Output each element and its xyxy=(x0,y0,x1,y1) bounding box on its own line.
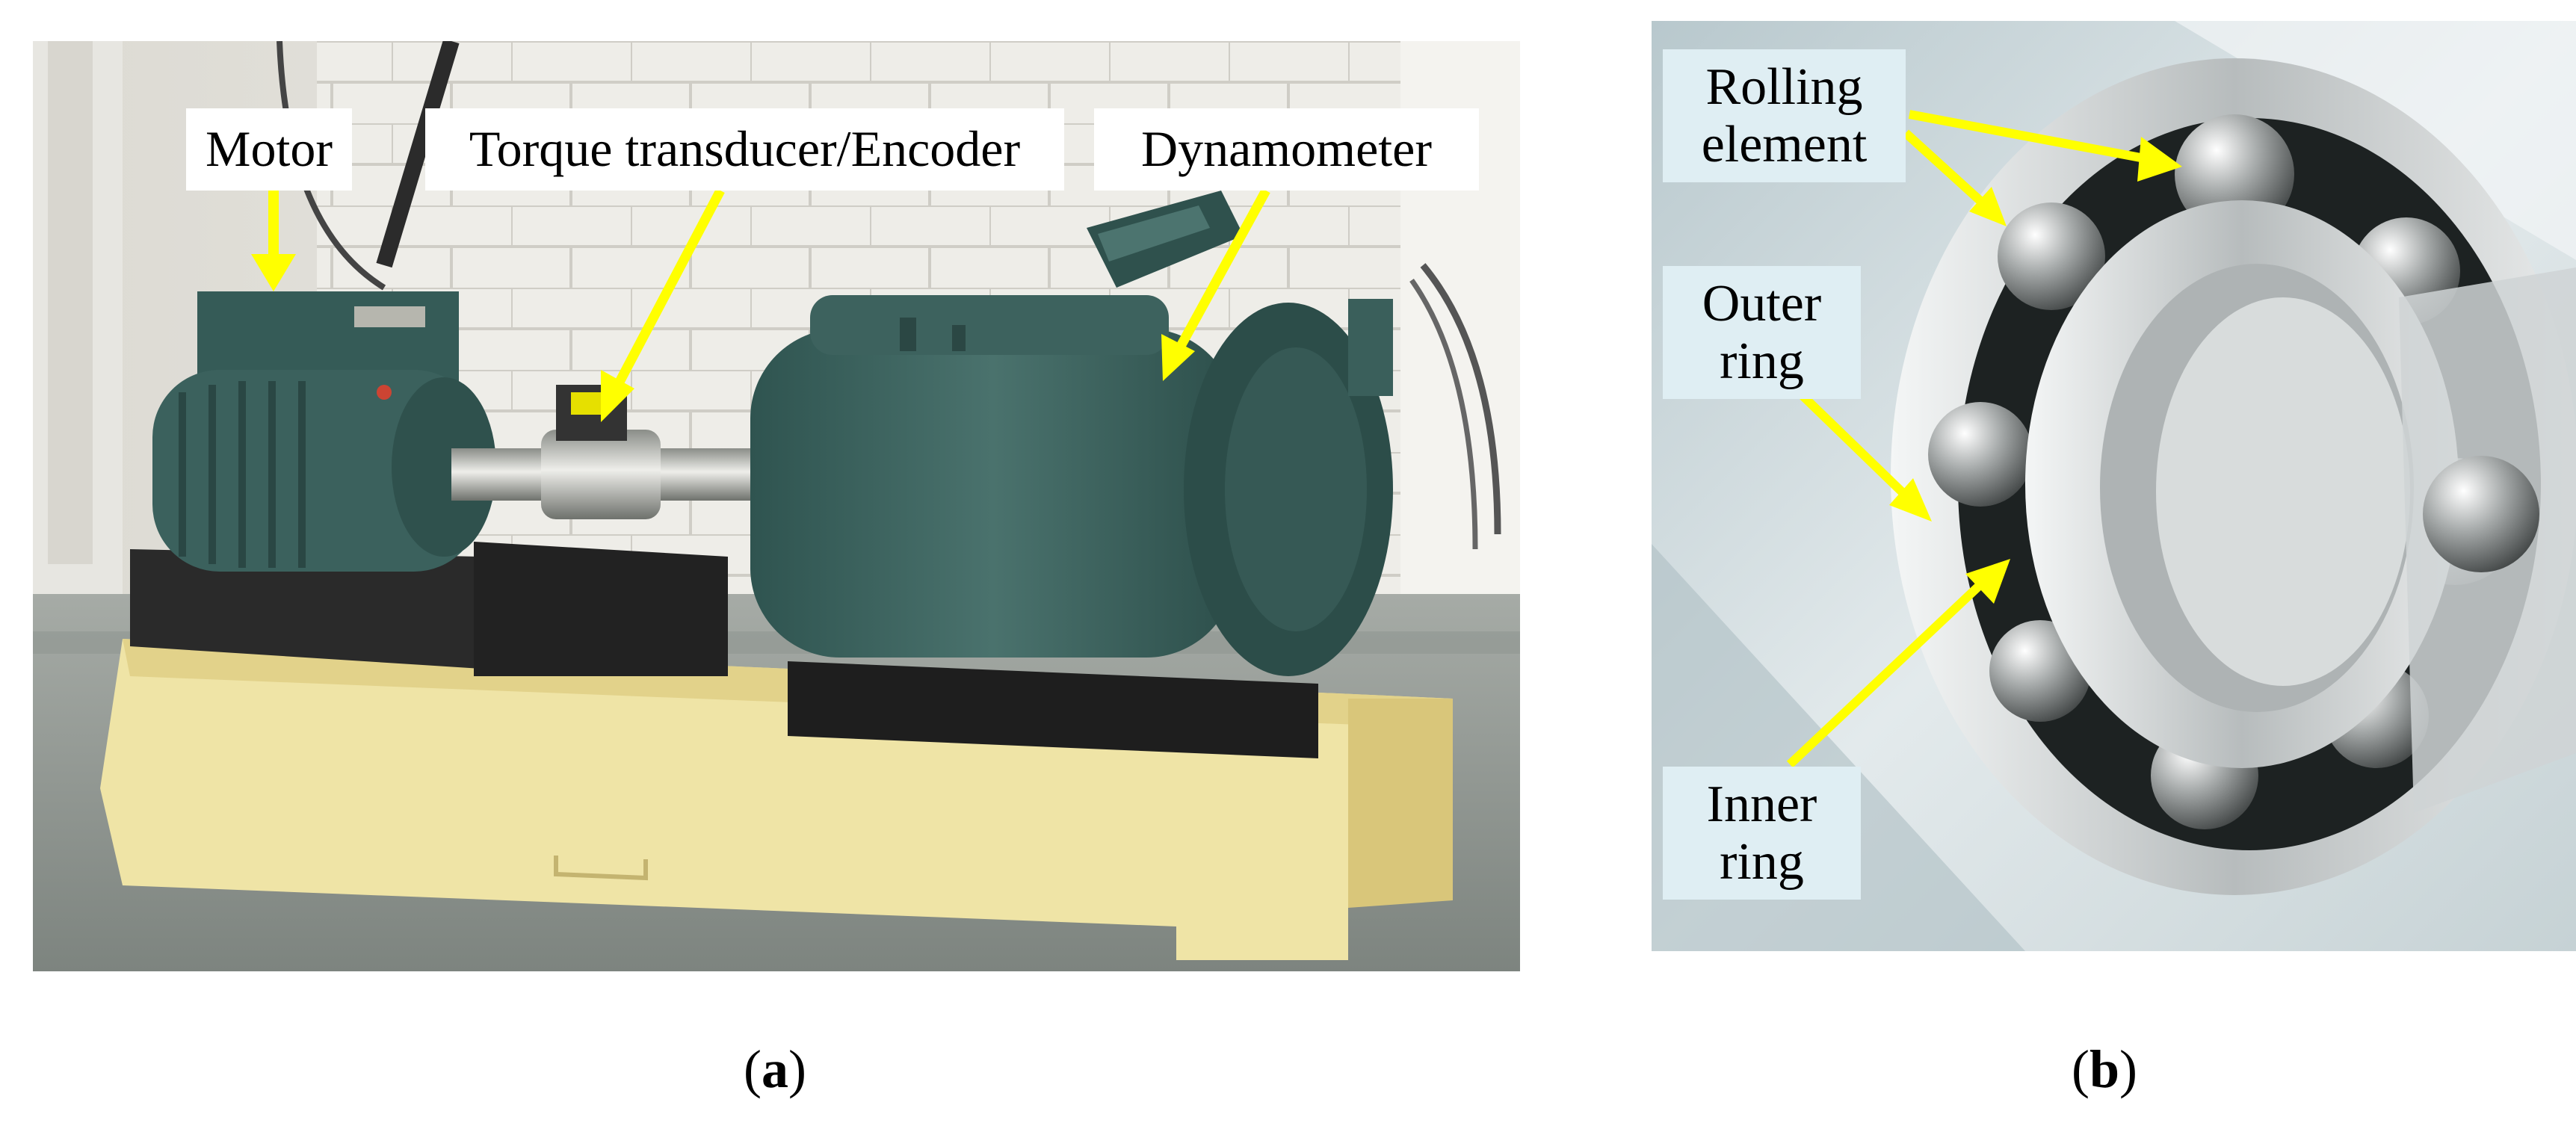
caption-b: (b) xyxy=(2072,1039,2138,1099)
test-rig-photo-panel: Motor Torque transducer/Encoder Dynamome… xyxy=(33,41,1520,971)
torque-transducer-encoder-label: Torque transducer/Encoder xyxy=(425,108,1064,191)
dynamometer-label: Dynamometer xyxy=(1094,108,1479,191)
rolling-element-label: Rolling element xyxy=(1663,49,1906,182)
inner-ring-label: Inner ring xyxy=(1663,767,1861,900)
caption-a: (a) xyxy=(744,1039,806,1099)
rolling-element-label-line1: Rolling xyxy=(1705,58,1863,116)
motor-label: Motor xyxy=(186,108,352,191)
outer-ring-label: Outer ring xyxy=(1663,266,1861,399)
inner-ring-label-line1: Inner xyxy=(1706,776,1817,833)
rolling-element-label-line2: element xyxy=(1701,116,1868,173)
outer-ring-label-line2: ring xyxy=(1720,332,1804,390)
bearing-illustration-panel: Rolling element Outer ring Inner ring xyxy=(1652,21,2576,951)
outer-ring-label-line1: Outer xyxy=(1702,275,1822,332)
inner-ring-label-line2: ring xyxy=(1720,833,1804,891)
